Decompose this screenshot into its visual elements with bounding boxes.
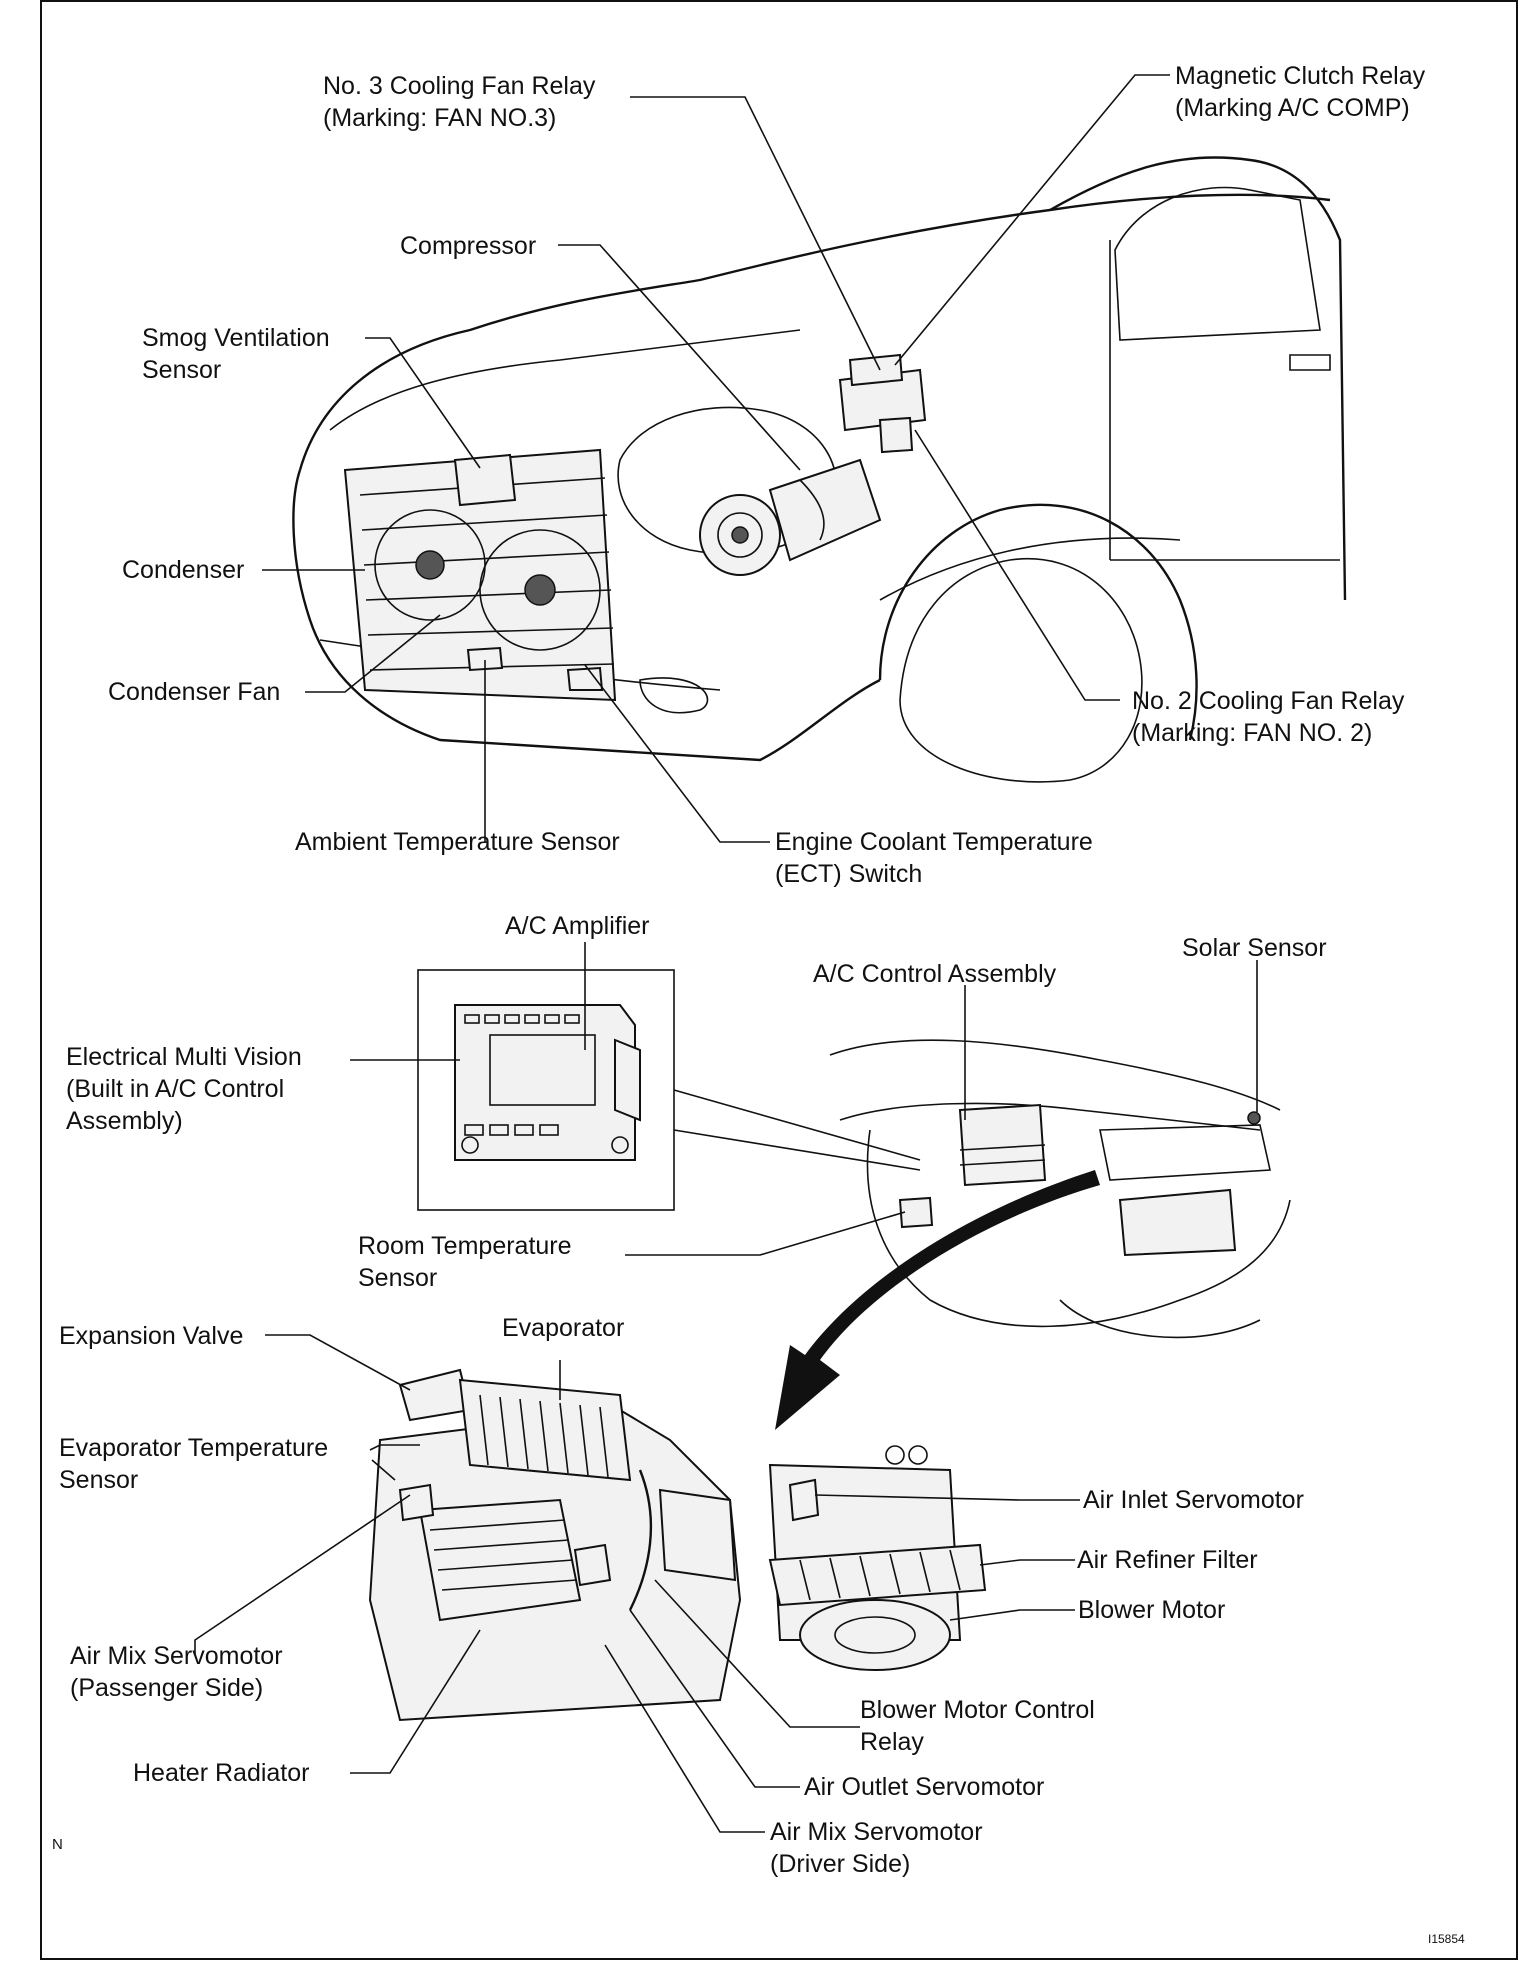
label-line: (Marking: FAN NO. 2) <box>1132 719 1373 747</box>
label-condenser-fan: Condenser Fan <box>108 678 281 706</box>
label-line: (ECT) Switch <box>775 860 923 888</box>
label-line: Sensor <box>142 356 222 384</box>
label-expansion-valve: Expansion Valve <box>59 1322 244 1350</box>
label-line: (Built in A/C Control <box>66 1075 285 1103</box>
leader-lines-top <box>262 74 1170 843</box>
label-line: Evaporator Temperature <box>59 1434 329 1462</box>
label-line: Engine Coolant Temperature <box>775 828 1093 856</box>
label-line: Electrical Multi Vision <box>66 1043 302 1071</box>
label-line: (Marking A/C COMP) <box>1175 94 1410 122</box>
corner-mark: N <box>52 1836 63 1853</box>
label-line: Room Temperature <box>358 1232 572 1260</box>
label-room-temperature-sensor: Room Temperature Sensor <box>358 1230 572 1294</box>
label-compressor: Compressor <box>400 232 537 260</box>
label-line: (Driver Side) <box>770 1850 911 1878</box>
label-heater-radiator: Heater Radiator <box>133 1759 310 1787</box>
label-ambient-temperature-sensor: Ambient Temperature Sensor <box>295 828 620 856</box>
label-evaporator: Evaporator <box>502 1314 625 1342</box>
label-line: (Passenger Side) <box>70 1674 264 1702</box>
label-smog-ventilation-sensor: Smog Ventilation Sensor <box>142 322 330 386</box>
label-electrical-multi-vision: Electrical Multi Vision (Built in A/C Co… <box>66 1041 302 1137</box>
ac-amplifier-drawing <box>454 1004 641 1161</box>
instrument-panel-drawing <box>775 1039 1291 1430</box>
label-air-mix-servomotor-passenger: Air Mix Servomotor (Passenger Side) <box>70 1640 283 1704</box>
relay-block-drawing <box>838 353 927 454</box>
label-line: (Marking: FAN NO.3) <box>323 104 557 132</box>
condenser-drawing <box>343 448 617 702</box>
figure-id: I15854 <box>1428 1932 1465 1946</box>
label-line: Relay <box>860 1728 924 1756</box>
label-no3-cooling-fan-relay: No. 3 Cooling Fan Relay (Marking: FAN NO… <box>323 70 595 134</box>
label-ac-amplifier: A/C Amplifier <box>505 912 650 940</box>
label-line: Sensor <box>358 1264 438 1292</box>
label-air-refiner-filter: Air Refiner Filter <box>1077 1546 1258 1574</box>
leader-lines-middle <box>350 942 1258 1256</box>
label-line: Air Mix Servomotor <box>770 1818 983 1846</box>
hvac-unit-drawing <box>368 1368 742 1722</box>
label-line: Sensor <box>59 1466 139 1494</box>
compressor-drawing <box>699 458 882 576</box>
label-line: Air Mix Servomotor <box>70 1642 283 1670</box>
label-air-outlet-servomotor: Air Outlet Servomotor <box>804 1773 1045 1801</box>
label-line: Assembly) <box>66 1107 183 1135</box>
label-line: Magnetic Clutch Relay <box>1175 62 1426 90</box>
blower-unit-drawing <box>768 1445 987 1671</box>
leader-lines-bottom <box>194 1334 1080 1833</box>
label-blower-motor-control-relay: Blower Motor Control Relay <box>860 1694 1095 1758</box>
label-line: Blower Motor Control <box>860 1696 1095 1724</box>
label-line: No. 2 Cooling Fan Relay <box>1132 687 1405 715</box>
label-ac-control-assembly: A/C Control Assembly <box>813 960 1057 988</box>
label-solar-sensor: Solar Sensor <box>1182 934 1327 962</box>
label-air-mix-servomotor-driver: Air Mix Servomotor (Driver Side) <box>770 1816 983 1880</box>
label-evaporator-temperature-sensor: Evaporator Temperature Sensor <box>59 1432 328 1496</box>
label-no2-cooling-fan-relay: No. 2 Cooling Fan Relay (Marking: FAN NO… <box>1132 685 1404 749</box>
label-magnetic-clutch-relay: Magnetic Clutch Relay (Marking A/C COMP) <box>1175 60 1425 124</box>
label-air-inlet-servomotor: Air Inlet Servomotor <box>1083 1486 1304 1514</box>
label-condenser: Condenser <box>122 556 245 584</box>
label-line: No. 3 Cooling Fan Relay <box>323 72 596 100</box>
label-ect-switch: Engine Coolant Temperature (ECT) Switch <box>775 826 1093 890</box>
label-blower-motor: Blower Motor <box>1078 1596 1226 1624</box>
label-line: Smog Ventilation <box>142 324 330 352</box>
